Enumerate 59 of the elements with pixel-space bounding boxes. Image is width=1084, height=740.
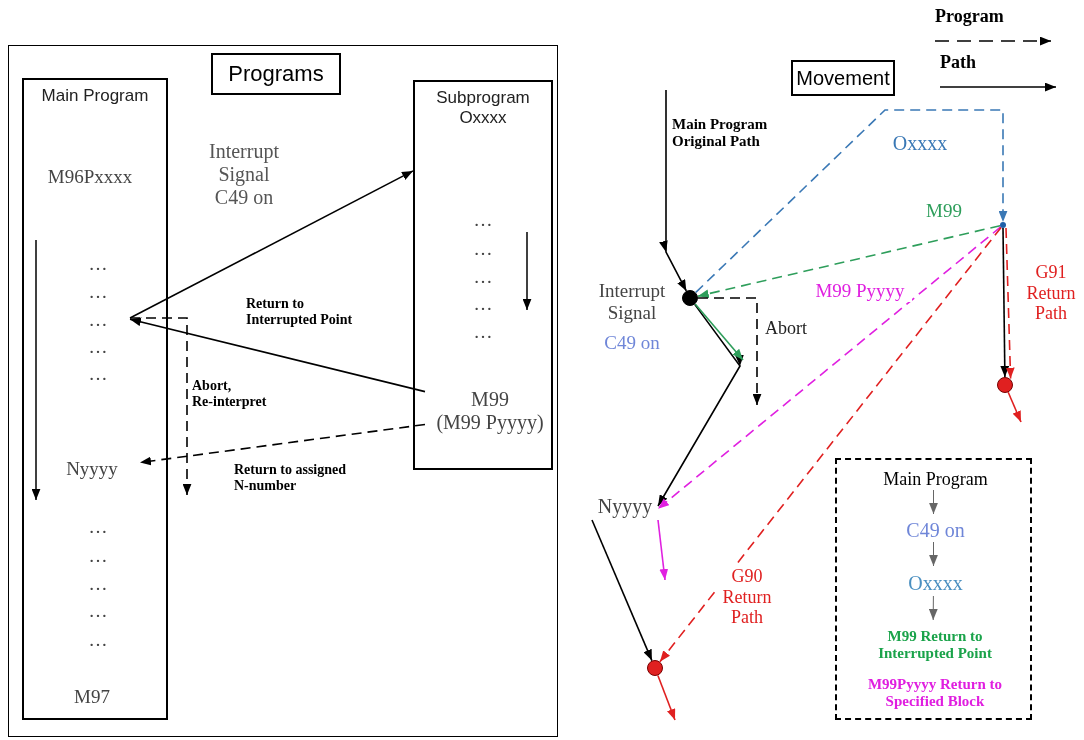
code-text: … xyxy=(64,572,132,596)
code-text: … xyxy=(64,280,132,304)
arrow xyxy=(928,595,938,621)
arrow xyxy=(129,317,192,496)
code-text: Nyyyy xyxy=(592,492,658,520)
code-text: M97 xyxy=(42,682,142,712)
program-box xyxy=(413,80,553,470)
key-text: Main Program xyxy=(847,466,1024,492)
interrupt-point xyxy=(682,290,698,306)
code-text: … xyxy=(452,265,514,289)
arrow xyxy=(1005,227,1015,380)
arrow xyxy=(657,519,669,581)
arrow xyxy=(929,489,938,515)
code-text: … xyxy=(64,335,132,359)
arrow xyxy=(694,303,744,361)
arrow xyxy=(657,674,676,721)
arrow xyxy=(697,224,1001,298)
arrow xyxy=(1007,391,1022,423)
code-text: … xyxy=(452,320,514,344)
key-box xyxy=(835,458,1032,720)
key-text: M99Pyyyy Return to Specified Block xyxy=(860,670,1010,716)
code-text: … xyxy=(64,252,132,276)
end-point xyxy=(997,377,1013,393)
section-title-box: Movement xyxy=(791,60,895,96)
box-heading: Subprogram Oxxxx xyxy=(435,88,531,128)
code-text: … xyxy=(64,362,132,386)
code-line: (M99 Pyyyy) xyxy=(436,411,544,434)
code-text: … xyxy=(64,544,132,568)
arrow xyxy=(697,297,762,406)
section-title-box: Programs xyxy=(211,53,341,95)
program-box xyxy=(22,78,168,720)
key-text: M99 Return to Interrupted Point xyxy=(860,622,1010,668)
arrow xyxy=(657,226,1002,510)
code-text: Nyyyy xyxy=(42,454,142,484)
code-text: … xyxy=(64,308,132,332)
arrow xyxy=(659,89,688,292)
code-line: M99 xyxy=(471,388,509,411)
arrow xyxy=(929,541,938,567)
arrow xyxy=(695,109,1008,294)
arrow xyxy=(139,423,426,466)
end-point xyxy=(647,660,663,676)
path-vertex xyxy=(1000,222,1006,228)
code-text: … xyxy=(452,292,514,316)
legend-label: Program xyxy=(935,6,1004,27)
code-text: M96Pxxxx xyxy=(32,162,148,192)
box-heading: Main Program xyxy=(40,86,150,106)
code-text: … xyxy=(452,237,514,261)
key-text: C49 on xyxy=(847,516,1024,544)
arrow xyxy=(591,519,653,662)
code-text: … xyxy=(64,515,132,539)
arrow xyxy=(659,226,1002,663)
key-text: Oxxxx xyxy=(847,568,1024,598)
code-text: … xyxy=(452,208,514,232)
arrow xyxy=(1000,227,1010,378)
arrow xyxy=(657,303,744,507)
arrow xyxy=(129,317,426,393)
arrow xyxy=(129,170,414,319)
code-text: … xyxy=(64,599,132,623)
code-text: … xyxy=(64,628,132,652)
